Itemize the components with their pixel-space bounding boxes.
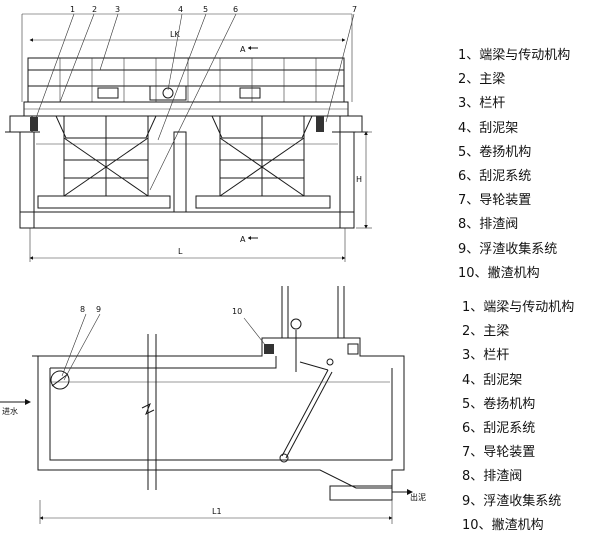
callout-7: 7 xyxy=(352,5,357,14)
section-mark-bottom: A xyxy=(240,235,258,244)
dimension-l1: L1 xyxy=(39,500,393,524)
callout-1: 1 xyxy=(70,5,75,14)
bottom-view: 8 9 10 进水 出泥 L1 xyxy=(0,286,426,524)
legend-top-item: 10、撇渣机构 xyxy=(458,265,540,281)
break-line xyxy=(141,334,157,490)
callout-9: 9 xyxy=(96,305,101,314)
legend-bottom-item: 9、浮渣收集系统 xyxy=(462,493,562,509)
label-l1: L1 xyxy=(212,507,222,516)
legend-top-item: 6、刮泥系统 xyxy=(458,168,532,184)
callout-3: 3 xyxy=(115,5,120,14)
callout-10: 10 xyxy=(232,307,242,316)
scum-collector: 8 9 10 xyxy=(50,305,267,390)
callout-4: 4 xyxy=(178,5,183,14)
legend-top-item: 5、卷扬机构 xyxy=(458,144,532,160)
top-view: LK A xyxy=(5,5,372,262)
main-beam xyxy=(23,101,349,117)
section-mark-top: A xyxy=(240,45,258,54)
legend-top-item: 4、刮泥架 xyxy=(458,120,519,136)
outlet-label: 出泥 xyxy=(410,492,426,502)
end-beam-drive xyxy=(9,115,363,133)
legend-bottom-item: 5、卷扬机构 xyxy=(462,396,536,412)
legend-bottom-item: 1、端梁与传动机构 xyxy=(462,300,575,315)
legend-top-item: 1、端梁与传动机构 xyxy=(458,48,571,63)
legend-bottom-item: 2、主梁 xyxy=(462,324,510,340)
legend-bottom-item: 4、刮泥架 xyxy=(462,372,523,388)
railing xyxy=(27,57,345,103)
legend-top-item: 7、导轮装置 xyxy=(458,193,532,209)
inlet-arrow: 进水 xyxy=(0,399,31,416)
callout-6: 6 xyxy=(233,5,238,14)
outlet-arrow: 出泥 xyxy=(392,489,426,502)
scraper-frame-left xyxy=(37,115,171,209)
legend-bottom-item: 3、栏杆 xyxy=(462,348,510,364)
callout-2: 2 xyxy=(92,5,97,14)
callout-5: 5 xyxy=(203,5,208,14)
legend-bottom-item: 6、刮泥系统 xyxy=(462,420,536,436)
legend-bottom-item: 10、撇渣机构 xyxy=(462,517,544,533)
label-lk: LK xyxy=(170,30,180,39)
legend-top-item: 8、排渣阀 xyxy=(458,217,519,233)
label-l: L xyxy=(178,247,183,256)
skimming-arm xyxy=(279,330,334,463)
legend-bottom-item: 8、排渣阀 xyxy=(462,469,523,485)
dimension-lk: LK xyxy=(29,30,346,42)
tank-section xyxy=(32,337,405,501)
legend-top: 1、端梁与传动机构 2、主梁 3、栏杆 4、刮泥架 5、卷扬机构 6、刮泥系统 … xyxy=(458,44,570,286)
label-h: H xyxy=(356,175,362,184)
section-mark-a-top: A xyxy=(240,45,246,54)
legend-bottom-item: 7、导轮装置 xyxy=(462,445,536,461)
legend-top-item: 2、主梁 xyxy=(458,72,506,88)
dimension-h: H xyxy=(356,131,372,229)
section-mark-a-bottom: A xyxy=(240,235,246,244)
legend-bottom: 1、端梁与传动机构 2、主梁 3、栏杆 4、刮泥架 5、卷扬机构 6、刮泥系统 … xyxy=(462,296,574,538)
callout-8: 8 xyxy=(80,305,85,314)
legend-top-item: 3、栏杆 xyxy=(458,96,506,112)
inlet-label: 进水 xyxy=(2,406,18,416)
top-callouts: 1 2 3 4 5 6 7 xyxy=(35,5,357,191)
winch-mechanism xyxy=(97,85,261,101)
legend-top-item: 9、浮渣收集系统 xyxy=(458,241,558,257)
scraper-frame-right xyxy=(195,115,331,209)
tank-walls xyxy=(5,131,368,229)
skimming-frame xyxy=(264,286,359,355)
dimension-l: L xyxy=(29,228,346,262)
